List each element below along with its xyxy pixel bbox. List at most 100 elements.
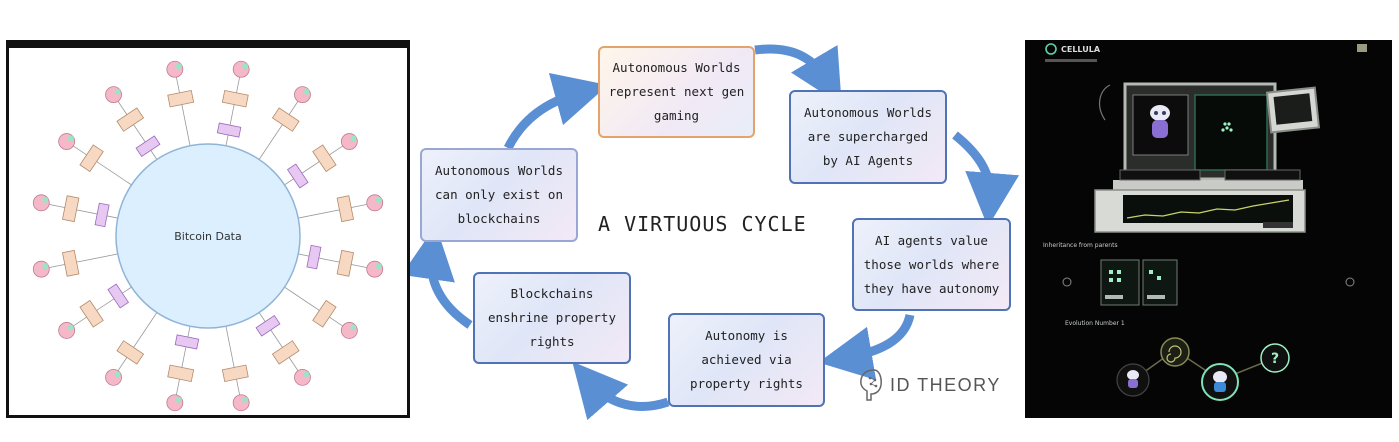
network-link [284, 286, 350, 331]
network-leaf-node [105, 368, 122, 386]
network-tag [135, 135, 161, 158]
network-leaf-accent [175, 63, 182, 70]
network-leaf-node [58, 322, 76, 339]
id-theory-brand: ID THEORY [858, 368, 1001, 402]
network-node-box [79, 299, 104, 328]
arrow-gaming-to-agents [754, 44, 842, 106]
network-link [298, 202, 375, 219]
network-tag [94, 202, 110, 228]
network-leaf-accent [375, 196, 382, 203]
network-node-box [336, 249, 355, 277]
cycle-step-blockchains-enshrine: Blockchains enshrine property rights [473, 272, 631, 364]
evolution-node-unknown[interactable] [1260, 343, 1290, 373]
cycle-title: A VIRTUOUS CYCLE [598, 212, 807, 236]
network-link [258, 94, 303, 160]
evolution-heading: Evolution Number 1 [1065, 320, 1125, 327]
cycle-step-agents-value-autonomy: AI agents value those worlds where they … [852, 218, 1011, 311]
network-leaf-accent [114, 88, 121, 95]
network-link [66, 141, 132, 186]
network-node-box [61, 195, 80, 223]
network-leaf-node [366, 260, 384, 278]
network-tag [174, 334, 200, 350]
network-leaf-node [32, 260, 50, 278]
network-leaf-accent [242, 396, 249, 403]
network-leaf-node [340, 322, 358, 339]
network-leaf-node [58, 133, 76, 150]
network-leaf-node [340, 133, 358, 150]
network-node-box [312, 144, 337, 173]
network-node-box [312, 299, 337, 328]
evolution-graph-line [1126, 199, 1290, 219]
arrow-autonomy-to-property [572, 361, 670, 421]
cellula-logo-text: CELLULA [1061, 45, 1101, 54]
network-link [174, 69, 191, 146]
cycle-step-next-gen-gaming: Autonomous Worlds represent next gen gam… [598, 46, 755, 138]
next-arrow-button[interactable] [1345, 277, 1355, 287]
network-node-box [79, 144, 104, 173]
cellula-logo: CELLULA [1045, 43, 1101, 55]
network-tag [216, 122, 242, 138]
network-tag [255, 314, 281, 337]
cell-grid-screen [1194, 94, 1268, 171]
network-leaf-node [166, 394, 184, 412]
evolution-graph-screen [1123, 195, 1293, 223]
terminal-machine [1094, 82, 1321, 233]
inheritance-heading: Inheritance from parents [1043, 242, 1118, 249]
network-leaf-accent [350, 135, 357, 142]
network-leaf-accent [67, 324, 74, 331]
cycle-arrows [410, 44, 1020, 421]
network-node-box [271, 107, 300, 132]
network-node-box [116, 107, 145, 132]
evolution-node-spiral[interactable] [1160, 337, 1190, 367]
network-tag [107, 283, 130, 309]
network-leaf-accent [303, 371, 310, 378]
bitcoin-network-diagram: Bitcoin Data [32, 60, 384, 412]
cycle-step-property-rights: Autonomy is achieved via property rights [668, 313, 825, 407]
network-leaf-accent [303, 88, 310, 95]
network-node-box [167, 364, 195, 383]
network-node-box [167, 89, 195, 108]
unknown-evolution-symbol: ? [1271, 351, 1279, 367]
cellula-game-screen: CELLULA [1043, 43, 1367, 401]
cycle-step-exist-on-blockchains: Autonomous Worlds can only exist on bloc… [420, 148, 578, 242]
network-leaf-accent [242, 63, 249, 70]
network-leaf-accent [375, 263, 382, 270]
network-leaf-node [166, 60, 184, 78]
network-leaf-node [232, 60, 250, 78]
bitcoin-data-diagram-panel: Bitcoin Data [6, 40, 410, 418]
network-node-box [221, 364, 249, 383]
network-link [41, 253, 118, 270]
network-leaf-accent [350, 324, 357, 331]
id-theory-logo-icon [860, 369, 882, 401]
network-leaf-accent [42, 196, 49, 203]
network-leaf-node [366, 194, 384, 212]
arrow-value-to-autonomy [818, 313, 915, 381]
network-leaf-node [232, 394, 250, 412]
network-node-box [116, 340, 145, 365]
network-leaf-accent [67, 135, 74, 142]
menu-icon[interactable] [1357, 44, 1367, 52]
cycle-step-ai-agents: Autonomous Worlds are supercharged by AI… [789, 90, 947, 184]
arrow-property-to-blockchains [410, 225, 473, 329]
cellula-logo-icon [1045, 43, 1057, 55]
bitcoin-data-label: Bitcoin Data [174, 230, 241, 243]
network-tag [286, 163, 309, 189]
network-link [225, 326, 242, 403]
network-leaf-node [105, 86, 122, 104]
network-leaf-node [294, 86, 311, 104]
network-node-box [271, 340, 300, 365]
arrow-blockchains-to-gaming [503, 72, 609, 151]
brand-name: ID THEORY [890, 374, 1001, 395]
network-node-box [336, 195, 355, 223]
network-leaf-accent [42, 263, 49, 270]
breadcrumb-bar [1045, 59, 1097, 62]
previous-arrow-button[interactable] [1062, 277, 1072, 287]
network-leaf-node [294, 368, 311, 386]
robot-character-head [1150, 105, 1170, 121]
network-leaf-accent [114, 371, 121, 378]
network-leaf-accent [175, 396, 182, 403]
network-node-box [61, 249, 80, 277]
bitcoin-data-hub [115, 143, 301, 329]
arrow-agents-to-value [952, 131, 1020, 227]
network-link [113, 312, 158, 378]
